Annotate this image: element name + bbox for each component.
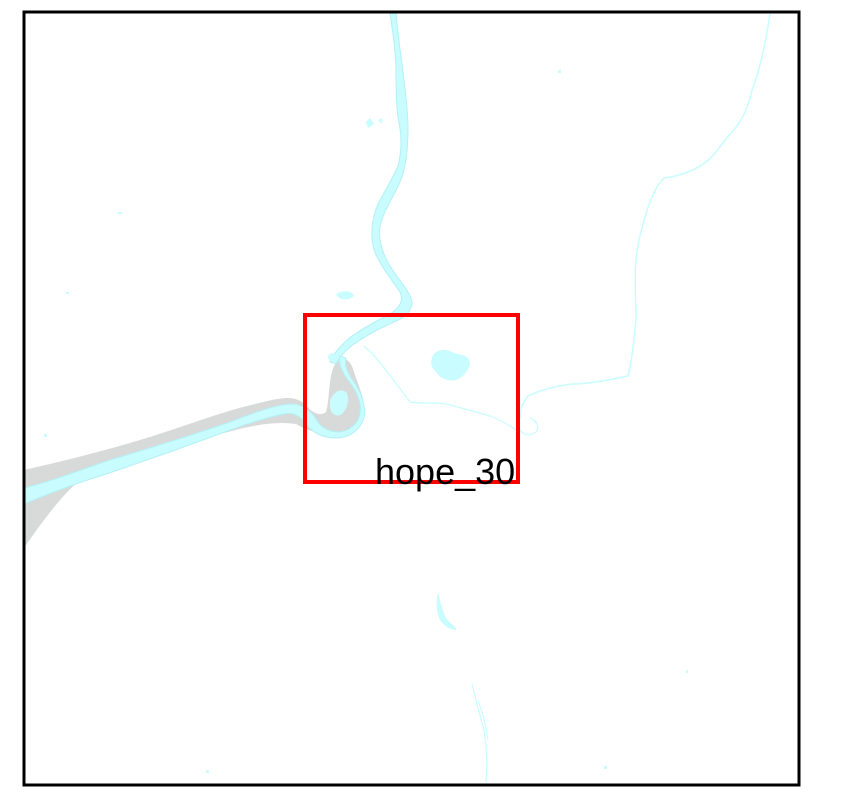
creek	[519, 417, 539, 436]
small-lake	[336, 291, 354, 300]
small-lake	[378, 118, 382, 124]
main-river	[23, 355, 365, 505]
east-stream	[519, 13, 771, 419]
south-stream	[477, 699, 489, 741]
water-speck	[118, 212, 122, 214]
river-braid	[329, 390, 349, 416]
extent-label: hope_30	[375, 451, 515, 492]
water-layer	[23, 11, 771, 783]
small-lake	[366, 118, 374, 128]
creek	[363, 345, 517, 431]
water-speck	[558, 70, 561, 73]
water-speck	[604, 766, 607, 769]
south-lake	[436, 592, 456, 630]
water-speck	[44, 434, 47, 437]
central-lake	[431, 350, 470, 381]
extent-box	[303, 313, 520, 484]
map-background	[24, 12, 799, 785]
water-speck	[66, 292, 69, 294]
north-river	[329, 11, 413, 365]
water-speck	[686, 670, 688, 673]
south-stream	[471, 683, 488, 783]
map-frame	[22, 10, 801, 787]
small-lake	[328, 353, 336, 361]
water-speck	[206, 770, 209, 773]
